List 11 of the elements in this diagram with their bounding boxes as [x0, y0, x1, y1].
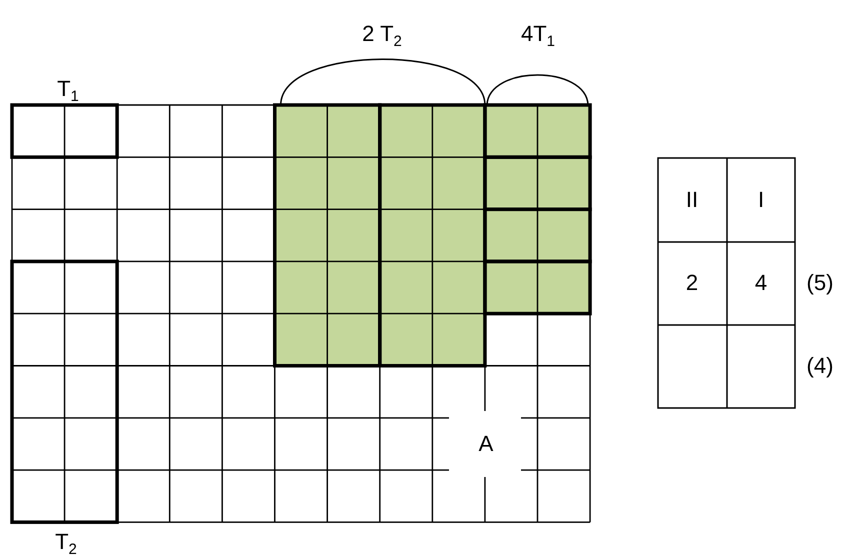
column-heading: I [758, 189, 764, 211]
cell-value: 2 [686, 272, 698, 294]
row-label: (4) [806, 355, 834, 377]
tile-label: 4T$_{1}$ [520, 22, 556, 50]
cell-value: 4 [754, 272, 768, 294]
tile-label: 2 T$_{2}$ [362, 22, 402, 50]
row-label: (5) [806, 272, 834, 294]
tile-label: T$_{1}$ [57, 78, 79, 104]
cell-label: A [478, 433, 494, 455]
column-heading: II [686, 189, 698, 211]
tile-label: T$_{2}$ [55, 530, 77, 558]
